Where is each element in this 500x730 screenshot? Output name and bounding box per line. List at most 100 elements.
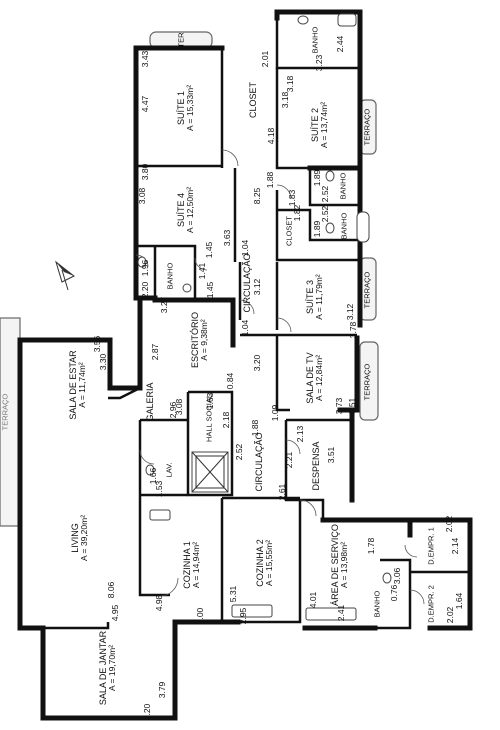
dimension-label: 1.45 [205,281,216,299]
room-label: SUÍTE 2 A = 13,74m² [310,102,330,148]
room-label: SALA DE TV A = 12,84m² [305,352,325,403]
room-label: TERRAÇO [362,363,372,401]
dimension-label: 2.44 [335,35,346,53]
dimension-label: 3.08 [137,187,148,205]
room-area: A = 13,98m² [339,541,350,589]
dimension-label: 1.96 [140,259,151,277]
dimension-label: 1.53 [154,480,165,498]
dimension-label: 3.27 [159,296,170,314]
dimension-label: 1.63 [205,392,216,410]
room-label: BANHO [338,172,348,200]
room-label: DESPENSA [310,441,321,491]
dimension-label: 1.78 [366,537,377,555]
room-label: BANHO [165,262,175,290]
room-area: A = 15,33m² [185,84,196,132]
dimension-label: 3.79 [157,681,168,699]
room-label: TERRAÇO [0,393,10,431]
room-area: A = 12,84m² [314,354,325,402]
dimension-label: 2.01 [260,50,271,68]
room-label: BANHO [310,26,320,54]
dimension-label: 3.18 [285,75,296,93]
dimension-label: 0.84 [225,372,236,390]
dimension-label: 2.14 [450,537,461,555]
dimension-label: 2.87 [150,343,161,361]
room-label: COZINHA 2 A = 15,55m² [255,539,275,587]
room-label: COZINHA 1 A = 14,94m² [182,541,202,589]
dimension-label: 3.23 [314,54,325,72]
dimension-label: 1.04 [240,239,251,257]
dimension-label: 2.41 [336,604,347,622]
dimension-label: 1.89 [312,220,323,238]
north-arrow-icon [55,260,75,291]
dimension-label: 2.18 [221,411,232,429]
room-area: A = 12,50m² [185,186,196,234]
room-label: GALERIA [144,382,155,422]
dimension-label: 1.41 [197,262,208,280]
dimension-label: 5.20 [142,703,153,721]
room-label: TER [176,32,186,48]
dimension-label: 3.56 [92,335,103,353]
dimension-label: 3.51 [347,397,358,415]
room-area: A = 11,74m² [77,362,88,408]
dimension-label: 2.52 [320,185,331,203]
room-label: SUÍTE 3 A = 11,79m² [305,274,325,319]
room-label: SUÍTE 1 A = 15,33m² [176,85,196,131]
room-label: LIVING A = 39,20m² [70,515,90,561]
dimension-label: 3.80 [140,163,151,181]
dimension-label: 4.01 [308,591,319,609]
dimension-label: 1.82 [292,204,303,222]
interior-walls [43,12,470,630]
dimension-label: 1.89 [312,169,323,187]
dimension-label: 8.25 [252,187,263,205]
room-label: SUÍTE 4 A = 12,50m² [176,187,196,233]
dimension-label: 2.52 [320,205,331,223]
room-label: CIRCULAÇÃO [253,432,264,492]
dimension-label: 3.43 [140,50,151,68]
dimension-label: 5.31 [228,585,239,603]
room-area: A = 39,20m² [79,514,90,562]
dimension-label: 3.78 [348,321,359,339]
room-label: D.EMPR. 1 [426,527,436,565]
room-label: TERRAÇO [362,271,372,309]
room-label: SALA DE JANTAR A = 19,70m² [98,631,118,705]
room-area: A = 13,74m² [319,101,330,149]
dimension-label: 3.12 [345,303,356,321]
dimension-label: 2.96 [168,401,179,419]
room-label: LAV. [164,462,174,478]
dimension-label: 4.47 [140,95,151,113]
dimension-label: 2.02 [445,606,456,624]
room-label: D.EMPR. 2 [426,585,436,623]
dimension-label: 3.18 [280,91,291,109]
room-area: A = 15,55m² [264,539,275,587]
dimension-label: 2.95 [238,607,249,625]
dimension-label: 1.64 [454,592,465,610]
exterior-walls [17,9,473,721]
elevator-box [191,451,229,493]
room-label: TERRAÇO [362,108,372,146]
room-area: A = 11,79m² [314,274,325,320]
dimension-label: 3.51 [326,446,337,464]
dimension-label: 1.88 [265,171,276,189]
room-label: SALA DE ESTAR A = 11,74m² [68,350,88,419]
dimension-label: 3.73 [334,397,345,415]
room-area: A = 9,38m² [199,319,210,361]
dimension-label: 2.52 [234,443,245,461]
dimension-label: 1.04 [240,319,251,337]
dimension-label: 3.06 [392,567,403,585]
dimension-label: 1.45 [204,241,215,259]
dimension-label: 3.12 [252,278,263,296]
room-label: BANHO [339,212,349,240]
terrace-tv [359,341,379,421]
dimension-label: 2.20 [140,281,151,299]
dimension-label: 3.00 [195,607,206,625]
room-label: CIRCULAÇÃO [241,253,252,313]
dimension-label: 3.30 [98,353,109,371]
fixtures [137,13,392,621]
room-label: CLOSET [247,81,258,119]
dimension-label: 0.76 [389,584,400,602]
dimension-label: 2.21 [284,451,295,469]
dimension-label: 3.63 [222,229,233,247]
room-area: A = 14,94m² [191,541,202,589]
